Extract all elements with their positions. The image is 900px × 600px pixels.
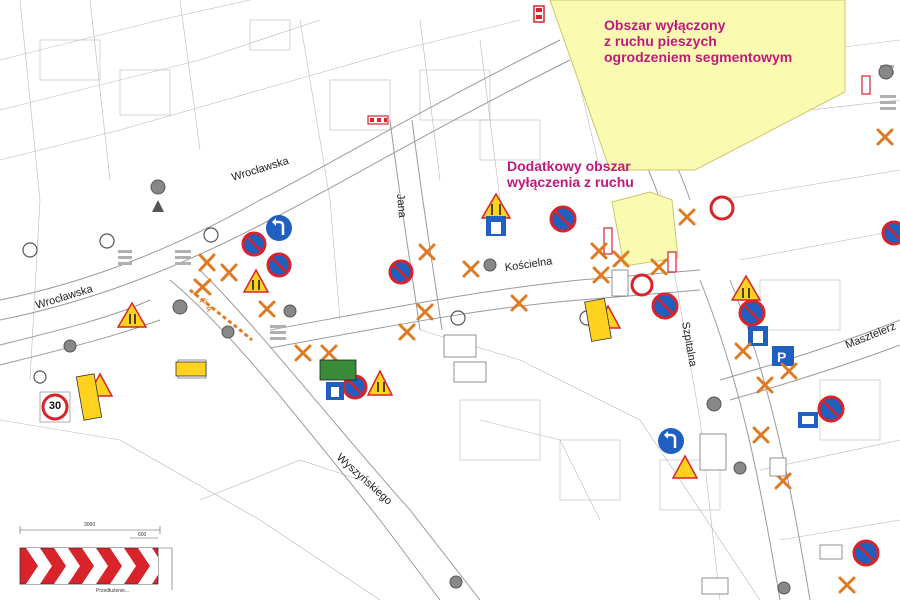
dimension-total: 3000 <box>84 522 96 528</box>
detour-sign <box>175 361 207 377</box>
grey-signs <box>63 64 894 595</box>
detour-route <box>189 288 253 342</box>
closed-zone-additional-label: Dodatkowy obszar wyłączenia z ruchu <box>507 158 634 190</box>
dimension-segment: 600 <box>138 532 147 538</box>
zone-label-line: Dodatkowy obszar <box>507 158 631 174</box>
closed-zone-main-label: Obszar wyłączony z ruchu pieszych ogrodz… <box>604 17 792 65</box>
svg-text:P: P <box>777 349 786 365</box>
chevron-board-drawing <box>19 526 173 590</box>
zone-label-line: z ruchu pieszych <box>604 33 717 49</box>
arrow-marker <box>152 200 164 212</box>
zone-label-line: Obszar wyłączony <box>604 17 726 33</box>
closed-road-signs <box>630 195 735 297</box>
street-label-jana: Jana <box>394 193 409 219</box>
barriers <box>367 5 871 273</box>
warning-arrows <box>129 204 750 392</box>
closed-zone-additional <box>611 191 679 267</box>
direction-board <box>319 359 357 381</box>
hollow-signs <box>22 227 595 384</box>
closed-zone-main <box>549 0 846 171</box>
speed-limit-value: 30 <box>48 400 62 412</box>
no-stopping-signs <box>241 205 900 567</box>
zone-label-line: ogrodzeniem segmentowym <box>604 49 793 65</box>
drawing-note: Przedłużenie... <box>96 588 130 594</box>
zone-label-line: wyłączenia z ruchu <box>507 174 634 190</box>
info-plates: P <box>326 216 818 428</box>
mandatory-turn-signs <box>266 215 684 454</box>
speed-limit-sign <box>39 391 71 423</box>
removed-signs <box>193 128 894 594</box>
detour-boards <box>75 298 612 421</box>
